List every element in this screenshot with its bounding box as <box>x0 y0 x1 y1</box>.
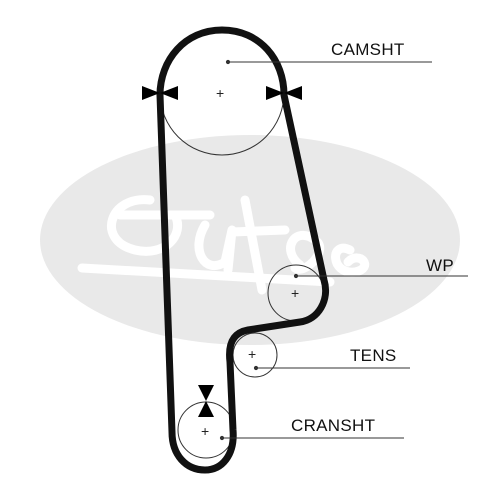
camshaft-timing-mark-left-icon <box>142 86 178 100</box>
tensioner-center-icon: + <box>248 346 256 362</box>
timing-belt <box>156 26 329 474</box>
crankshaft-center-icon: + <box>201 423 209 439</box>
tensioner-label: TENS <box>350 346 397 365</box>
crankshaft-timing-mark-icon <box>198 385 214 417</box>
water-pump-label: WP <box>426 256 454 275</box>
camshaft-center-icon: + <box>216 85 224 101</box>
gates-logo-watermark <box>40 135 460 345</box>
crankshaft-label: CRANSHT <box>291 416 375 435</box>
camshaft-label: CAMSHT <box>331 40 405 59</box>
water-pump-center-icon: + <box>291 285 299 301</box>
camshaft-timing-mark-right-icon <box>266 86 302 100</box>
